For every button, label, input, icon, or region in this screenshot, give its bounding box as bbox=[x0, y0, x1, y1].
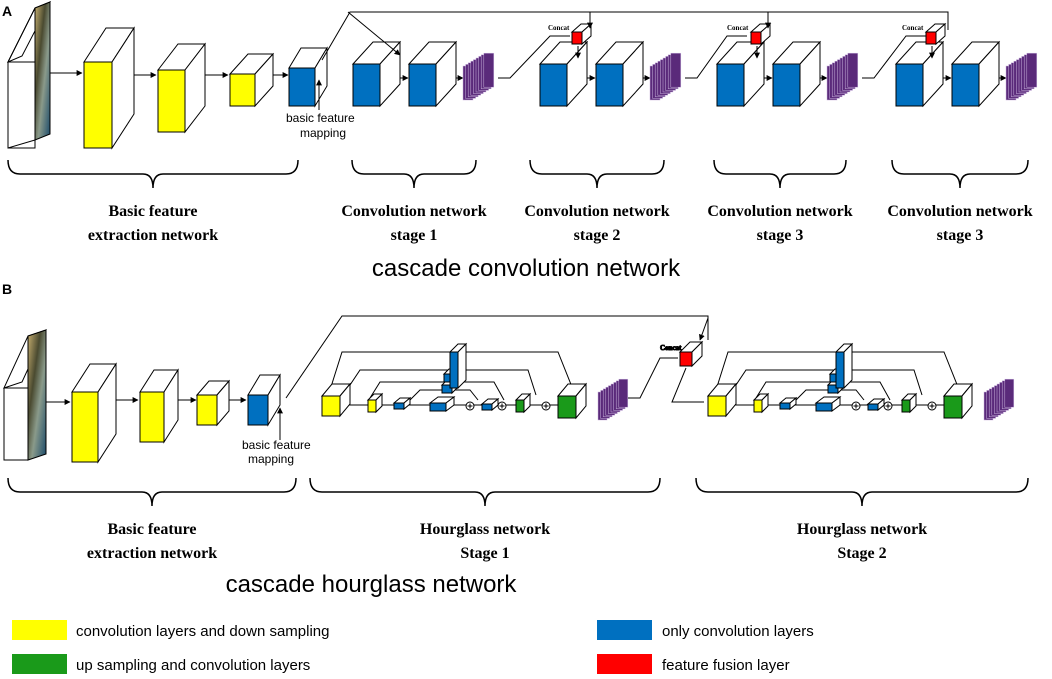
hourglass-stage-2 bbox=[706, 342, 1015, 421]
a-stage-4-conv-1 bbox=[894, 40, 945, 108]
panel-a-title: cascade convolution network bbox=[372, 255, 681, 282]
a-concat-3 bbox=[924, 22, 947, 46]
a-conv-down-1 bbox=[83, 26, 135, 150]
a-conv-down-3 bbox=[228, 52, 275, 108]
hourglass-stage-2-conv-top bbox=[834, 342, 854, 390]
hourglass-stage-1-feature-maps bbox=[597, 378, 629, 421]
hourglass-stage-2-feature-maps bbox=[983, 378, 1015, 421]
panel-b: Concat basic feature mapping Basic featu… bbox=[3, 315, 1029, 598]
b-group-label-1-line2: Stage 1 bbox=[460, 545, 509, 562]
hourglass-stage-2-conv-a bbox=[778, 396, 798, 411]
panel-b-letter: B bbox=[2, 281, 12, 297]
a-concat-2-label: Concat bbox=[727, 24, 749, 32]
hourglass-stage-2-conv-down-1 bbox=[706, 382, 738, 418]
a-concat-1 bbox=[570, 22, 593, 46]
input-image-a bbox=[6, 1, 52, 149]
hourglass-stage-1-up-2 bbox=[556, 382, 588, 420]
a-group-label-2-line2: stage 2 bbox=[574, 227, 621, 244]
a-stage-4 bbox=[894, 40, 1038, 108]
b-conv-down-2 bbox=[139, 368, 179, 444]
legend-swatch-red bbox=[597, 654, 652, 674]
a-stage-4-feature-maps bbox=[1005, 52, 1038, 101]
hourglass-stage-1-conv-top bbox=[448, 342, 468, 390]
hourglass-stage-2-conv-down-2 bbox=[752, 392, 770, 414]
b-conv-down-1 bbox=[71, 362, 117, 464]
b-group-label-2-line2: Stage 2 bbox=[837, 545, 886, 562]
b-brace-0 bbox=[7, 477, 297, 507]
a-stage-1-conv-2 bbox=[407, 40, 458, 108]
hourglass-stage-2-conv-b bbox=[814, 396, 842, 412]
legend-label-yellow: convolution layers and down sampling bbox=[76, 623, 329, 640]
panel-a-letter: A bbox=[2, 3, 12, 19]
a-stage-1-conv-1 bbox=[351, 40, 402, 108]
b-group-label-1-line1: Hourglass network bbox=[420, 521, 550, 538]
hourglass-stage-1-conv-down-2 bbox=[366, 392, 384, 414]
legend: convolution layers and down sampling onl… bbox=[12, 620, 814, 674]
a-brace-0 bbox=[7, 159, 299, 189]
hourglass-stage-1-conv-e bbox=[480, 397, 500, 412]
legend-label-green: up sampling and convolution layers bbox=[76, 657, 310, 674]
a-concat-1-label: Concat bbox=[548, 24, 570, 32]
hourglass-stage-1 bbox=[320, 342, 629, 421]
hourglass-stage-1-conv-down-1 bbox=[320, 382, 352, 418]
annotation-b-line2: mapping bbox=[248, 452, 294, 466]
panel-b-title: cascade hourglass network bbox=[226, 571, 518, 598]
hourglass-stage-2-up-2 bbox=[942, 382, 974, 420]
input-image-b bbox=[3, 329, 47, 461]
a-brace-4 bbox=[891, 159, 1029, 189]
b-group-label-0-line2: extraction network bbox=[87, 545, 217, 562]
b-brace-1 bbox=[309, 477, 661, 507]
a-stage-3-conv-2 bbox=[771, 40, 822, 108]
a-group-label-3-line2: stage 3 bbox=[757, 227, 804, 244]
a-stage-2 bbox=[538, 35, 747, 108]
a-concat-2 bbox=[749, 22, 772, 46]
a-stage-2-feature-maps bbox=[649, 52, 682, 101]
a-group-label-0-line1: Basic feature bbox=[108, 203, 197, 220]
a-group-label-2-line1: Convolution network bbox=[524, 203, 669, 220]
legend-swatch-green bbox=[12, 654, 67, 674]
a-conv-down-2 bbox=[156, 42, 207, 134]
b-brace-2 bbox=[695, 477, 1029, 507]
a-stage-2-conv-1 bbox=[538, 40, 589, 108]
hourglass-stage-2-up-1 bbox=[900, 392, 918, 414]
b-group-label-0-line1: Basic feature bbox=[107, 521, 196, 538]
a-brace-2 bbox=[529, 159, 665, 189]
a-conv-base bbox=[288, 46, 328, 108]
hourglass-stage-2-conv-e bbox=[866, 397, 886, 412]
panel-a: Concat Concat Concat basic feature mapping… bbox=[6, 1, 1038, 282]
legend-swatch-blue bbox=[597, 620, 652, 640]
a-group-label-3-line1: Convolution network bbox=[707, 203, 852, 220]
a-stage-3-feature-maps bbox=[826, 52, 859, 101]
a-concat-3-label: Concat bbox=[902, 24, 924, 32]
b-concat-label: Concat bbox=[660, 344, 682, 352]
legend-swatch-yellow bbox=[12, 620, 67, 640]
a-stage-1-feature-maps bbox=[462, 52, 495, 101]
skip-connections-a bbox=[321, 11, 949, 61]
a-stage-3-conv-1 bbox=[715, 40, 766, 108]
legend-label-blue: only convolution layers bbox=[662, 623, 814, 640]
b-group-label-2-line1: Hourglass network bbox=[797, 521, 927, 538]
hourglass-stage-1-conv-b bbox=[428, 396, 456, 412]
a-stage-2-conv-2 bbox=[594, 40, 645, 108]
legend-label-red: feature fusion layer bbox=[662, 657, 790, 674]
annotation-b-line1: basic feature bbox=[242, 438, 311, 452]
a-stage-4-conv-2 bbox=[950, 40, 1001, 108]
annotation-a-line2: mapping bbox=[300, 126, 346, 140]
a-group-label-1-line2: stage 1 bbox=[391, 227, 438, 244]
a-group-label-1-line1: Convolution network bbox=[341, 203, 486, 220]
a-group-label-4-line2: stage 3 bbox=[937, 227, 984, 244]
b-conv-base bbox=[247, 373, 281, 427]
a-group-label-4-line1: Convolution network bbox=[887, 203, 1032, 220]
b-concat bbox=[678, 340, 704, 368]
a-brace-1 bbox=[351, 159, 477, 189]
hourglass-stage-1-up-1 bbox=[514, 392, 532, 414]
a-stage-3 bbox=[715, 35, 926, 108]
a-brace-3 bbox=[713, 159, 847, 189]
annotation-a-line1: basic feature bbox=[286, 111, 355, 125]
b-conv-down-3 bbox=[195, 379, 231, 427]
a-group-label-0-line2: extraction network bbox=[88, 227, 218, 244]
hourglass-stage-1-conv-a bbox=[392, 396, 412, 411]
a-stage-1 bbox=[351, 35, 570, 108]
